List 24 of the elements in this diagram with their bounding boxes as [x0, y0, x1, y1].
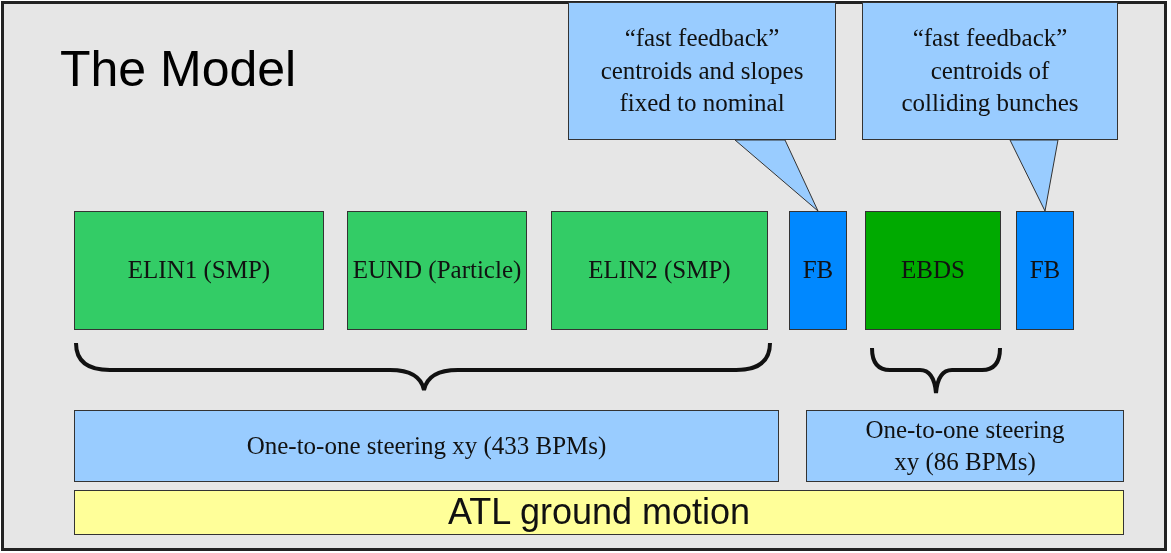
slide-title: The Model	[60, 40, 297, 98]
model-block	[789, 211, 847, 330]
node-text: “fast feedback” centroids of colliding bunches	[900, 23, 1080, 119]
model-block	[865, 211, 1001, 330]
model-block	[1016, 211, 1074, 330]
node-text: ELIN1 (SMP)	[127, 255, 271, 286]
node-text: One-to-one steering xy (86 BPMs)	[864, 414, 1066, 478]
node-text: ATL ground motion	[447, 490, 751, 535]
node-text: EBDS	[901, 255, 965, 286]
node-text: ELIN2 (SMP)	[588, 255, 731, 286]
node-text: FB	[802, 255, 834, 286]
model-block	[74, 211, 324, 330]
node-text: FB	[1029, 255, 1061, 286]
model-block	[551, 211, 768, 330]
band	[74, 410, 779, 482]
band	[806, 410, 1124, 482]
node-text: EUND (Particle)	[352, 255, 522, 286]
node-text: “fast feedback” centroids and slopes fixed to nominal	[599, 23, 805, 119]
model-block	[347, 211, 527, 330]
callout-pointer	[1009, 139, 1059, 212]
callout-pointer	[734, 139, 819, 212]
callout-bubble	[862, 2, 1118, 140]
band	[74, 490, 1124, 535]
node-text: One-to-one steering xy (433 BPMs)	[246, 430, 607, 462]
